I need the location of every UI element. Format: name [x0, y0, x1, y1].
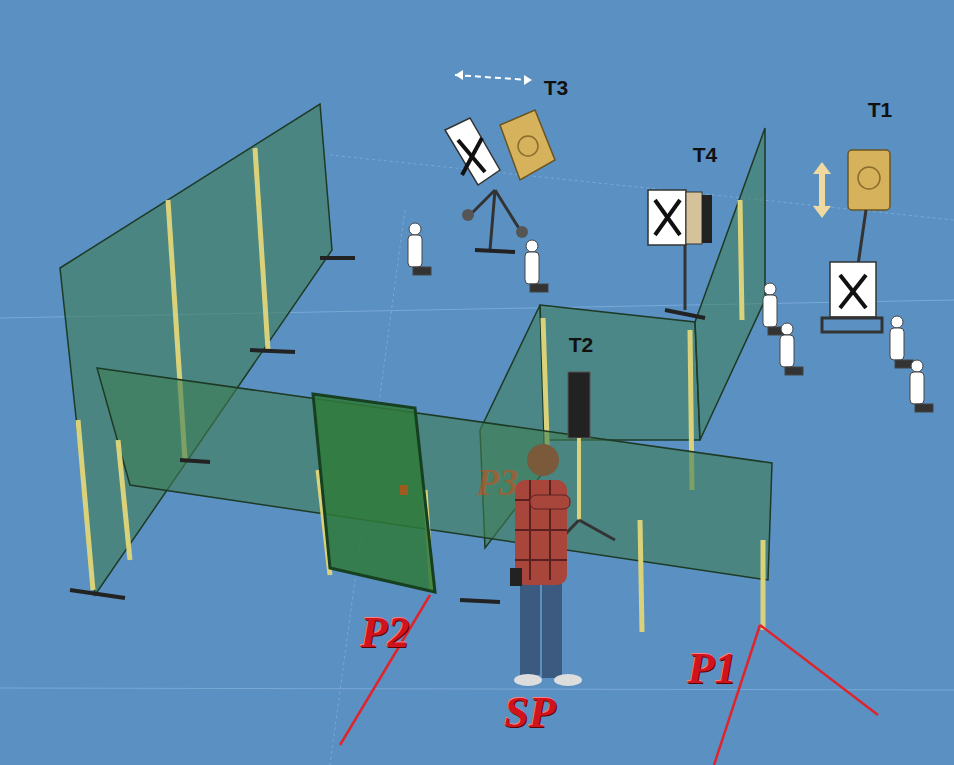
position-label: P1: [688, 643, 737, 694]
popper-targets: [408, 223, 933, 412]
shooter: [510, 444, 582, 686]
position-label: P2: [361, 607, 410, 658]
target-label: T3: [544, 76, 569, 100]
target-t4: [648, 190, 712, 318]
start-position-label: SP: [504, 687, 555, 738]
fault-lines: [340, 595, 878, 765]
wall-left: [60, 104, 355, 598]
target-label: T2: [569, 333, 594, 357]
wall-front: [97, 368, 772, 632]
door: [313, 394, 435, 592]
target-t3: [445, 70, 555, 252]
target-t1: [813, 150, 890, 332]
position-label: P3: [476, 460, 518, 504]
target-label: T1: [868, 98, 893, 122]
target-label: T4: [693, 143, 718, 167]
